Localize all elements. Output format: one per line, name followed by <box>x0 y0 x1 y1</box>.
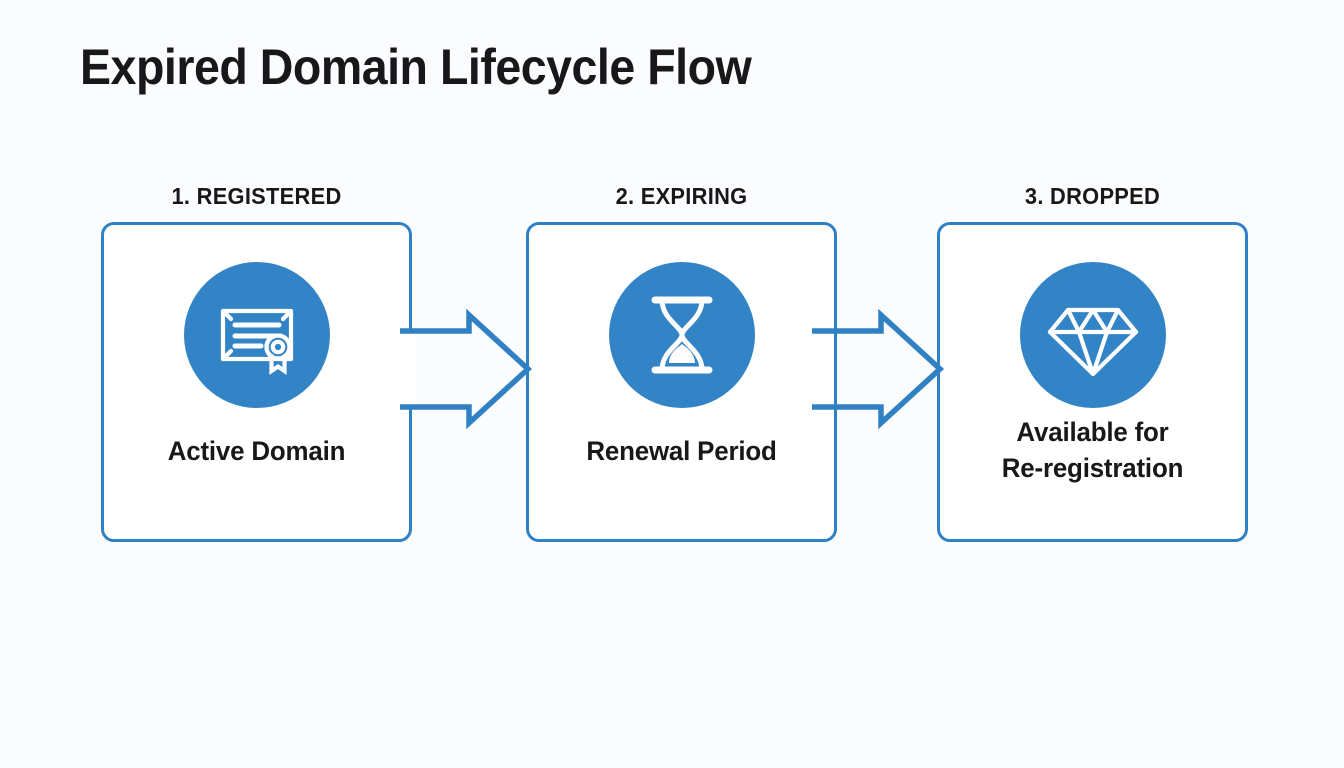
arrow-tail-join-2 <box>818 329 826 409</box>
flow-step-expiring: 2. EXPIRING Renewal Period <box>526 183 837 542</box>
arrow-registered-to-expiring <box>400 308 533 430</box>
hourglass-icon <box>608 262 755 408</box>
certificate-icon <box>183 262 330 408</box>
step-text-dropped: Available for Re-registration <box>943 415 1242 486</box>
step-text-expiring: Renewal Period <box>586 436 777 466</box>
step-text-dropped-line2: Re-registration <box>1001 452 1184 483</box>
step-label-expiring: 2. EXPIRING <box>615 183 748 209</box>
flow-step-dropped: 3. DROPPED Available for Re-registration <box>937 183 1248 542</box>
step-text-registered: Active Domain <box>167 436 346 466</box>
step-label-registered: 1. REGISTERED <box>171 183 342 209</box>
arrow-tail-join-1 <box>407 329 415 409</box>
diamond-icon <box>1019 262 1166 408</box>
step-text-dropped-line1: Available for <box>1016 417 1169 447</box>
flow-step-registered: 1. REGISTERED Active Domain <box>101 183 412 542</box>
step-label-dropped: 3. DROPPED <box>1024 183 1161 209</box>
page-title: Expired Domain Lifecycle Flow <box>80 39 752 95</box>
arrow-expiring-to-dropped <box>812 308 945 430</box>
